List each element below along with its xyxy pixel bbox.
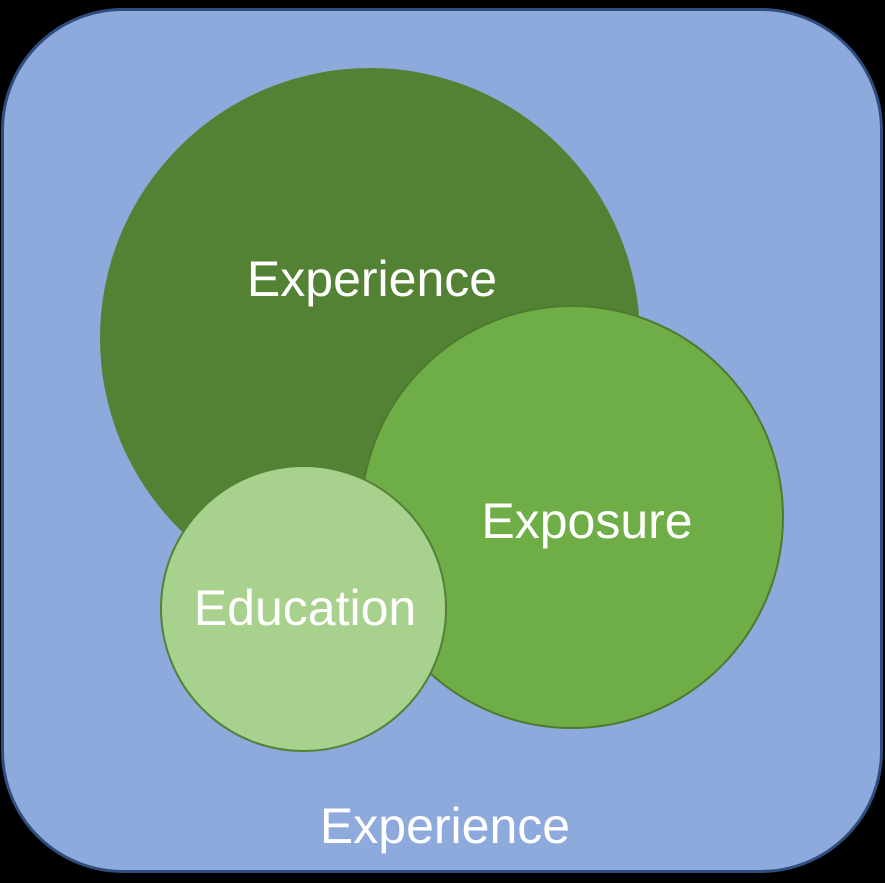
education-circle [160, 465, 447, 752]
experience-circle-label: Experience [246, 251, 498, 307]
exposure-circle-label: Exposure [481, 493, 693, 549]
education-circle-label: Education [193, 580, 417, 636]
outer-container-label: Experience [319, 798, 571, 854]
